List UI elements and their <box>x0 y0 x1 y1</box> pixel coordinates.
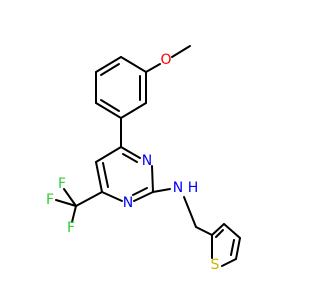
atom-fluorine-3: F <box>67 220 75 236</box>
atom-nitrogen-n1: N <box>123 195 133 211</box>
bond-c6-cf3 <box>75 191 103 207</box>
bond-pyrimidine-c2-n1 <box>133 191 154 202</box>
bond-pyrimidine-c5-c4 <box>95 146 122 163</box>
bond-methyl-o <box>171 45 191 58</box>
bond-thiophene-c3-c2 <box>211 223 225 236</box>
bond-benzene-5 <box>95 56 122 73</box>
bond-thiophene-s-c5 <box>221 258 237 267</box>
bond-pyrimidine-c6-c5 <box>95 161 103 193</box>
bond-thiophene-c4-c3 <box>223 223 241 239</box>
bond-cf3-f2 <box>55 199 77 207</box>
bond-pyrimidine-c2-n1-inner <box>132 187 148 196</box>
bond-thiophene-c5-c4-inner <box>230 239 235 256</box>
bonds <box>55 45 241 267</box>
bond-nh-ch2 <box>183 196 197 228</box>
molecule-structure: O N N N H F F F S <box>46 45 241 273</box>
atom-sulfur: S <box>211 257 220 273</box>
bond-c2-nh <box>152 188 171 193</box>
bond-benzene-3-inner <box>100 99 120 112</box>
bond-benzene-6 <box>120 56 147 73</box>
bond-cf3-f3 <box>71 205 77 223</box>
atom-nitrogen-n3: N <box>142 153 152 169</box>
atom-fluorine-1: F <box>58 176 66 192</box>
bond-pyrimidine-c6-c5-inner <box>102 162 109 188</box>
bond-pyrimidine-n3-c2 <box>151 165 154 193</box>
atom-oxygen: O <box>160 52 171 68</box>
atom-amine-hydrogen: H <box>188 180 199 196</box>
atom-fluorine-2: F <box>46 192 54 208</box>
bond-thiophene-c5-c4 <box>235 237 241 260</box>
bond-o-aryl <box>145 63 161 73</box>
atom-amine-nitrogen: N <box>173 180 183 196</box>
bond-ch2-thiophene <box>195 226 213 236</box>
bond-pyrimidine-n1-c6 <box>101 191 123 202</box>
atom-labels: O N N N H F F F S <box>46 52 220 273</box>
bond-cf3-f1 <box>63 188 77 207</box>
bond-pyrimidine-c4-n3 <box>120 146 141 159</box>
bond-benzene-2 <box>120 102 147 119</box>
bond-pyrimidine-c4-n3-inner <box>122 153 138 163</box>
bond-benzene-3 <box>95 102 122 119</box>
bond-thiophene-c3-c2-inner <box>215 229 224 238</box>
bond-benzene-5-inner <box>100 63 120 76</box>
